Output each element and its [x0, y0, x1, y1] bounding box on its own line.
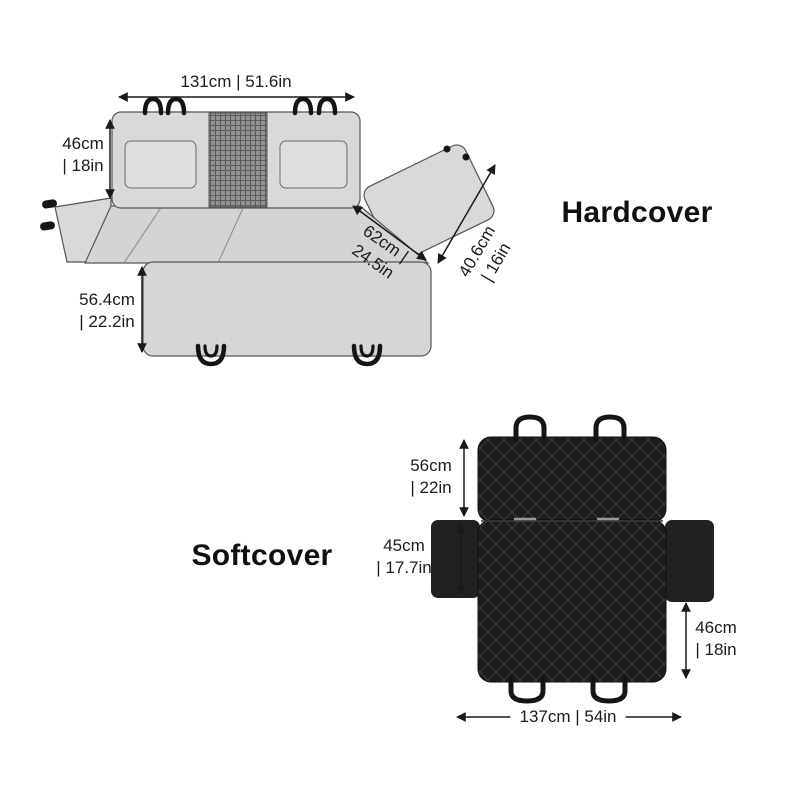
- dim-line: 45cm: [383, 535, 425, 555]
- dim-line: 46cm: [62, 133, 104, 153]
- softcover-left-flap: [431, 520, 480, 598]
- dim-line: | 22.2in: [79, 312, 135, 331]
- dim-line: | 18in: [695, 640, 737, 659]
- hardcover-diagram: [40, 92, 496, 367]
- hardcover-bottom-hooks: [195, 343, 383, 367]
- hardcover-left-pocket: [124, 140, 197, 189]
- softcover-bottom-loops: [508, 675, 628, 704]
- softcover-main-panel: [477, 519, 667, 683]
- hardcover-front-drop-label: 56.4cm | 22.2in: [79, 289, 135, 333]
- softcover-backrest: [477, 436, 667, 523]
- hardcover-title: Hardcover: [561, 196, 713, 229]
- hardcover-dimension-arrows: [105, 92, 496, 353]
- hardcover-mesh-window: [208, 112, 268, 208]
- hardcover-right-flap-snaps: [443, 145, 470, 161]
- softcover-seat-depth-label: 45cm | 17.7in: [376, 535, 431, 579]
- dim-line: | 17.7in: [376, 558, 432, 577]
- softcover-side-drop-label: 46cm | 18in: [695, 617, 737, 661]
- dim-line: 131cm | 51.6in: [180, 71, 292, 91]
- dim-line: 56cm: [410, 455, 452, 475]
- arrow-seat-depth: [352, 205, 427, 261]
- hardcover-seat-fold-lines: [123, 205, 245, 264]
- dim-line: | 18in: [62, 156, 104, 175]
- softcover-diagram: [431, 414, 714, 722]
- softcover-right-flap: [665, 520, 714, 602]
- softcover-backrest-height-label: 56cm | 22in: [410, 455, 452, 499]
- hardcover-headrest-straps: [142, 96, 338, 116]
- dim-line: 56.4cm: [79, 289, 135, 309]
- arrow-side-flap: [437, 164, 496, 264]
- softcover-headrest-loops: [513, 414, 627, 443]
- dim-line: 46cm: [695, 617, 737, 637]
- dim-line: | 22in: [410, 478, 452, 497]
- softcover-title: Softcover: [191, 539, 333, 572]
- dim-line: 137cm | 54in: [519, 706, 617, 726]
- hardcover-right-pocket: [279, 140, 348, 189]
- hardcover-backrest-height-label: 46cm | 18in: [62, 133, 104, 177]
- hardcover-top-width-label: 131cm | 51.6in: [180, 71, 291, 93]
- softcover-bottom-width-label: 137cm | 54in: [510, 705, 626, 729]
- hardcover-left-flap-buckles: [40, 199, 57, 231]
